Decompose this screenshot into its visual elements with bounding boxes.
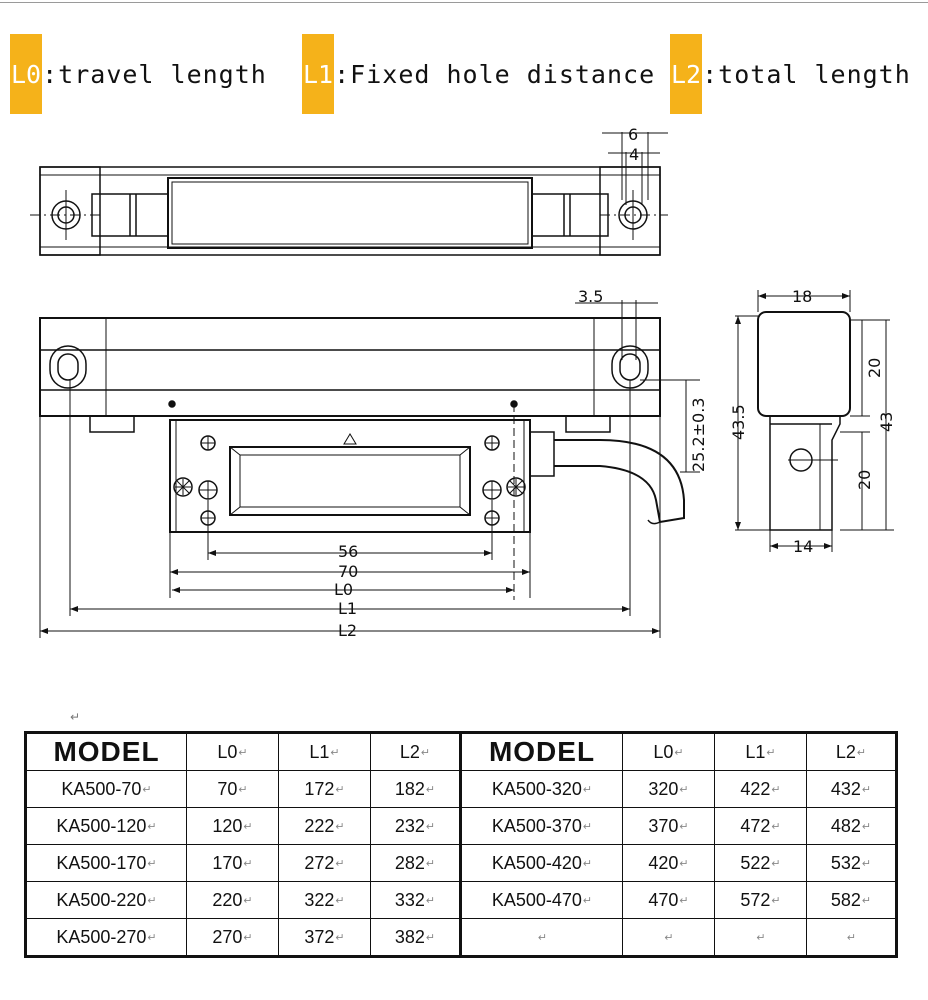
legend-l2: L2 :total length bbox=[670, 34, 911, 114]
model-cell: KA500-470↵ bbox=[459, 881, 623, 919]
header-l1-right: L1↵ bbox=[714, 732, 807, 771]
dim-43: 43 bbox=[877, 412, 896, 432]
legend-text-l1: :Fixed hole distance bbox=[334, 59, 656, 89]
legend-key-l2: L2 bbox=[670, 34, 703, 114]
header-model-left: MODEL bbox=[25, 732, 187, 771]
value-cell: ↵ bbox=[806, 918, 897, 957]
dim-20-bottom: 20 bbox=[855, 470, 874, 490]
value-cell: 232↵ bbox=[370, 807, 461, 845]
model-cell: KA500-420↵ bbox=[459, 844, 623, 882]
value-cell: 582↵ bbox=[806, 881, 897, 919]
dim-18: 18 bbox=[792, 287, 812, 306]
dim-56: 56 bbox=[338, 542, 358, 561]
table-row: KA500-170↵170↵272↵282↵KA500-420↵420↵522↵… bbox=[25, 844, 897, 882]
dim-4: 4 bbox=[629, 145, 639, 164]
value-cell: 270↵ bbox=[186, 918, 279, 957]
value-cell: 372↵ bbox=[278, 918, 371, 957]
header-l0-left: L0↵ bbox=[186, 732, 279, 771]
value-cell: 422↵ bbox=[714, 770, 807, 808]
value-cell: 70↵ bbox=[186, 770, 279, 808]
model-cell: KA500-270↵ bbox=[25, 918, 187, 957]
value-cell: 272↵ bbox=[278, 844, 371, 882]
paragraph-mark: ↵ bbox=[70, 710, 81, 724]
value-cell: 170↵ bbox=[186, 844, 279, 882]
table-header-row: MODEL L0↵ L1↵ L2↵ MODEL L0↵ L1↵ L2↵ bbox=[25, 732, 897, 771]
dim-l2: L2 bbox=[338, 621, 357, 640]
table-row: KA500-220↵220↵322↵332↵KA500-470↵470↵572↵… bbox=[25, 881, 897, 919]
dim-l1: L1 bbox=[338, 599, 357, 618]
table-row: KA500-270↵270↵372↵382↵↵↵↵↵ bbox=[25, 918, 897, 957]
legend-text-l0: :travel length bbox=[42, 59, 267, 89]
model-cell: KA500-370↵ bbox=[459, 807, 623, 845]
value-cell: 572↵ bbox=[714, 881, 807, 919]
side-view bbox=[735, 290, 894, 552]
value-cell: 222↵ bbox=[278, 807, 371, 845]
dim-3-5: 3.5 bbox=[578, 287, 603, 306]
table-row: KA500-70↵70↵172↵182↵KA500-320↵320↵422↵43… bbox=[25, 770, 897, 808]
dim-20-top: 20 bbox=[865, 358, 884, 378]
model-cell: KA500-70↵ bbox=[25, 770, 187, 808]
legend-text-l2: :total length bbox=[702, 59, 911, 89]
header-l2-left: L2↵ bbox=[370, 732, 461, 771]
model-spec-table: MODEL L0↵ L1↵ L2↵ MODEL L0↵ L1↵ L2↵ KA50… bbox=[24, 731, 898, 958]
value-cell: 172↵ bbox=[278, 770, 371, 808]
header-l1-left: L1↵ bbox=[278, 732, 371, 771]
value-cell: 470↵ bbox=[622, 881, 715, 919]
top-divider-line bbox=[0, 2, 928, 3]
legend-key-l0: L0 bbox=[10, 34, 43, 114]
dim-70: 70 bbox=[338, 562, 358, 581]
header-l0-right: L0↵ bbox=[622, 732, 715, 771]
front-view bbox=[39, 300, 700, 638]
value-cell: 472↵ bbox=[714, 807, 807, 845]
value-cell: 322↵ bbox=[278, 881, 371, 919]
value-cell: 332↵ bbox=[370, 881, 461, 919]
value-cell: 522↵ bbox=[714, 844, 807, 882]
top-view bbox=[30, 132, 668, 256]
legend-l1: L1 :Fixed hole distance bbox=[302, 34, 655, 114]
legend-l0: L0 :travel length bbox=[10, 34, 267, 114]
value-cell: 432↵ bbox=[806, 770, 897, 808]
value-cell: 120↵ bbox=[186, 807, 279, 845]
value-cell: 320↵ bbox=[622, 770, 715, 808]
dim-6: 6 bbox=[628, 125, 638, 144]
value-cell: 282↵ bbox=[370, 844, 461, 882]
value-cell: 532↵ bbox=[806, 844, 897, 882]
legend-key-l1: L1 bbox=[302, 34, 335, 114]
value-cell: 420↵ bbox=[622, 844, 715, 882]
dim-43-5: 43.5 bbox=[729, 404, 748, 440]
value-cell: 182↵ bbox=[370, 770, 461, 808]
header-model-right: MODEL bbox=[459, 732, 623, 771]
value-cell: 382↵ bbox=[370, 918, 461, 957]
value-cell: 370↵ bbox=[622, 807, 715, 845]
value-cell: 482↵ bbox=[806, 807, 897, 845]
value-cell: 220↵ bbox=[186, 881, 279, 919]
technical-drawing: 6 4 bbox=[30, 125, 896, 640]
dim-25-2: 25.2±0.3 bbox=[689, 398, 708, 472]
dim-l0: L0 bbox=[334, 580, 353, 599]
value-cell: ↵ bbox=[622, 918, 715, 957]
dim-14: 14 bbox=[793, 537, 813, 556]
table-row: KA500-120↵120↵222↵232↵KA500-370↵370↵472↵… bbox=[25, 807, 897, 845]
value-cell: ↵ bbox=[714, 918, 807, 957]
model-cell: KA500-220↵ bbox=[25, 881, 187, 919]
model-cell: KA500-120↵ bbox=[25, 807, 187, 845]
header-l2-right: L2↵ bbox=[806, 732, 897, 771]
model-cell: ↵ bbox=[459, 918, 623, 957]
model-cell: KA500-170↵ bbox=[25, 844, 187, 882]
model-cell: KA500-320↵ bbox=[459, 770, 623, 808]
